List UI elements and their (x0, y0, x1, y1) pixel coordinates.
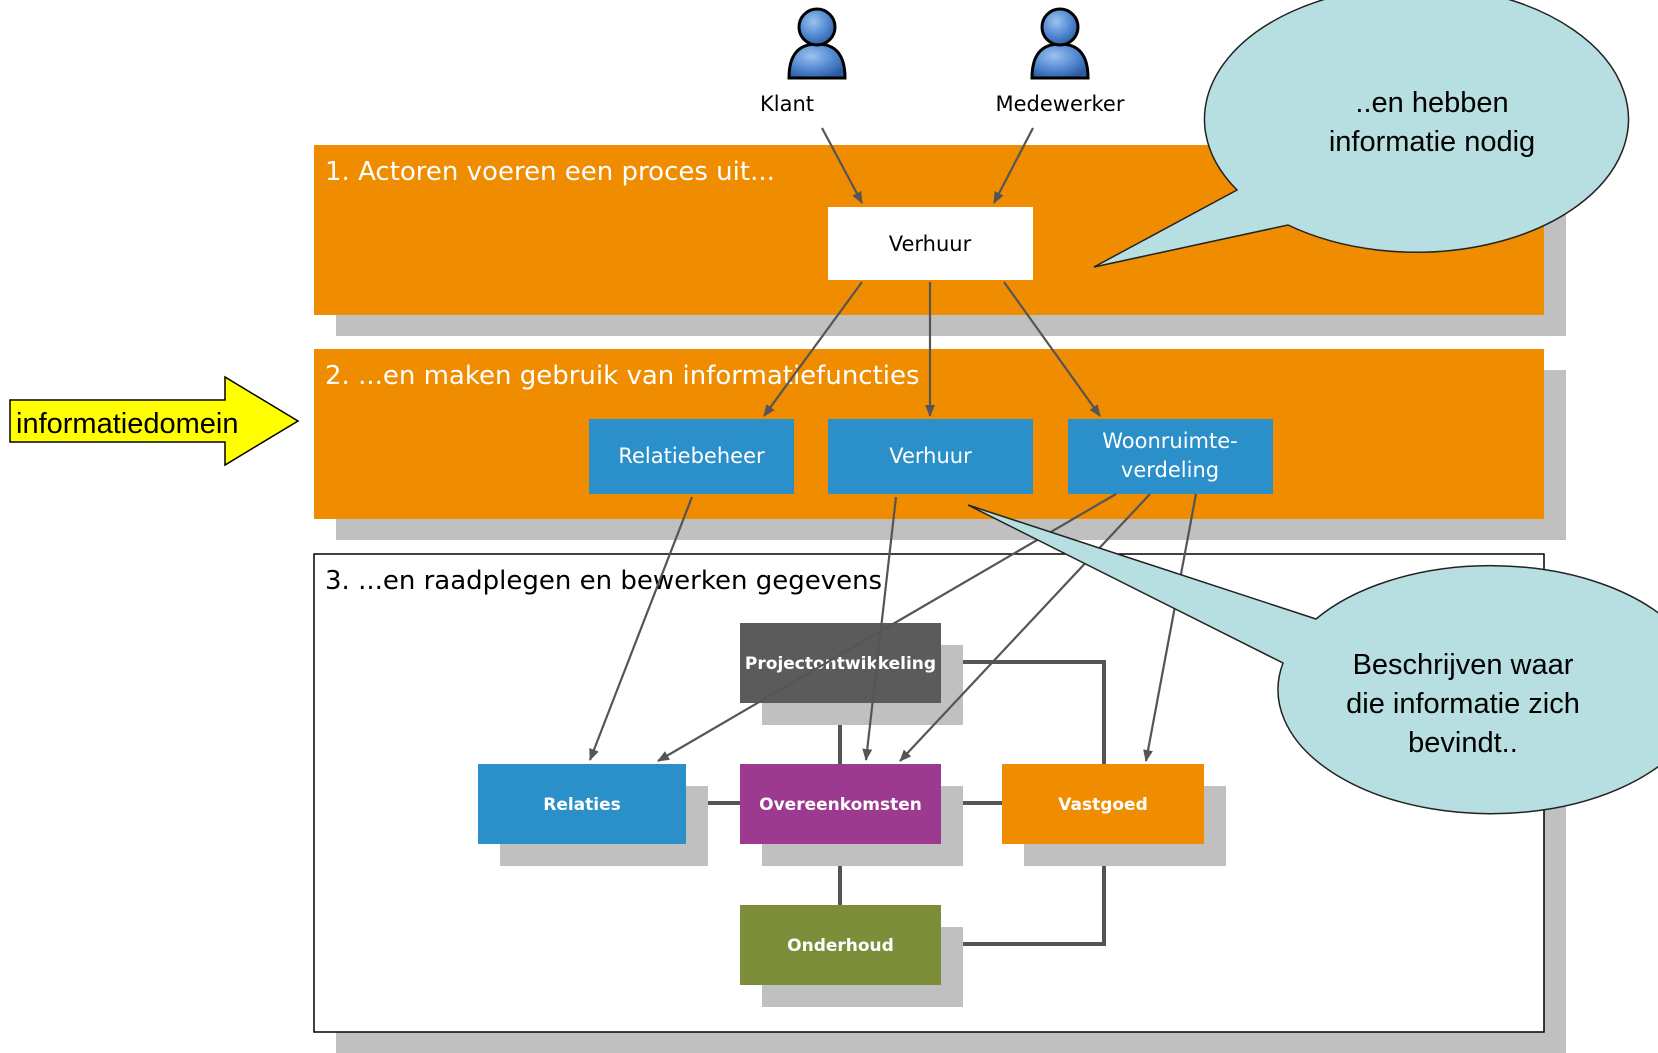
actor-klant-label: Klant (760, 92, 814, 116)
callout-bottom-line1: Beschrijven waar (1353, 649, 1574, 681)
function-verhuur: Verhuur (828, 419, 1033, 494)
function-woonruimteverdeling-label-line1: Woonruimte- (1102, 429, 1238, 453)
person-icon (787, 7, 847, 80)
entity-relaties: Relaties (478, 764, 708, 866)
actor-klant: Klant (760, 7, 847, 116)
arrow-medewerker-to-verhuur (993, 127, 1034, 204)
process-verhuur: Verhuur (828, 207, 1033, 280)
entity-onderhoud: Onderhoud (740, 905, 963, 1007)
function-woonruimteverdeling: Woonruimte- verdeling (1068, 419, 1273, 494)
callout-bottom: Beschrijven waar die informatie zich bev… (967, 504, 1658, 815)
function-woonruimteverdeling-label-line2: verdeling (1121, 458, 1219, 482)
entity-overeenkomsten-box (740, 764, 941, 844)
actor-medewerker: Medewerker (996, 7, 1125, 116)
entity-vastgoed-box (1002, 764, 1204, 844)
domain-arrow-shape (9, 375, 300, 467)
function-verhuur-box (828, 419, 1033, 494)
callout-bottom-line2: die informatie zich (1346, 688, 1580, 720)
arrow-woonruimte-to-overeenkomsten (899, 493, 1151, 762)
entity-overeenkomsten-label: Overeenkomsten (759, 795, 922, 815)
entity-onderhoud-box (740, 905, 941, 985)
entity-vastgoed-label: Vastgoed (1058, 795, 1148, 815)
entity-overeenkomsten: Overeenkomsten (740, 764, 963, 866)
function-relatiebeheer-label: Relatiebeheer (618, 444, 765, 468)
entity-projectontwikkeling-box (740, 623, 941, 703)
callout-top-line2: informatie nodig (1329, 126, 1535, 158)
person-icon (1030, 7, 1090, 80)
layer1-title: 1. Actoren voeren een proces uit... (325, 157, 775, 187)
entity-projectontwikkeling: Projectontwikkeling (740, 623, 963, 725)
layer2-title: 2. ...en maken gebruik van informatiefun… (325, 361, 920, 391)
entity-relaties-label: Relaties (543, 795, 621, 815)
entity-projectontwikkeling-label: Projectontwikkeling (745, 654, 936, 674)
domain-arrow-label: informatiedomein (16, 408, 238, 440)
function-woonruimteverdeling-box (1068, 419, 1273, 494)
arrow-relatiebeheer-to-relaties (588, 496, 694, 761)
entity-onderhoud-label: Onderhoud (787, 936, 894, 956)
entity-relaties-box (478, 764, 686, 844)
arrow-verhuur-to-woonruimte (1003, 281, 1101, 417)
callout-top-line1: ..en hebben (1355, 87, 1508, 119)
arrow-verhuur-to-relatiebeheer (763, 281, 863, 417)
domain-arrow: informatiedomein (9, 375, 300, 467)
arrow-klant-to-verhuur (821, 127, 863, 204)
arrow-verhuur-to-overeenkomsten (862, 496, 898, 761)
callout-top-bubble (1093, 0, 1630, 268)
callout-bottom-bubble (967, 504, 1658, 815)
function-verhuur-label: Verhuur (889, 444, 972, 468)
function-relatiebeheer: Relatiebeheer (589, 419, 794, 494)
actor-medewerker-label: Medewerker (996, 92, 1125, 116)
process-verhuur-label: Verhuur (889, 232, 972, 256)
callout-bottom-line3: bevindt.. (1408, 727, 1518, 759)
process-verhuur-box (828, 207, 1033, 280)
entity-vastgoed: Vastgoed (1002, 764, 1226, 866)
layer3-title: 3. ...en raadplegen en bewerken gegevens (325, 566, 882, 596)
arrow-woonruimte-to-vastgoed (1143, 493, 1198, 762)
function-relatiebeheer-box (589, 419, 794, 494)
callout-top: ..en hebben informatie nodig (1093, 0, 1630, 268)
